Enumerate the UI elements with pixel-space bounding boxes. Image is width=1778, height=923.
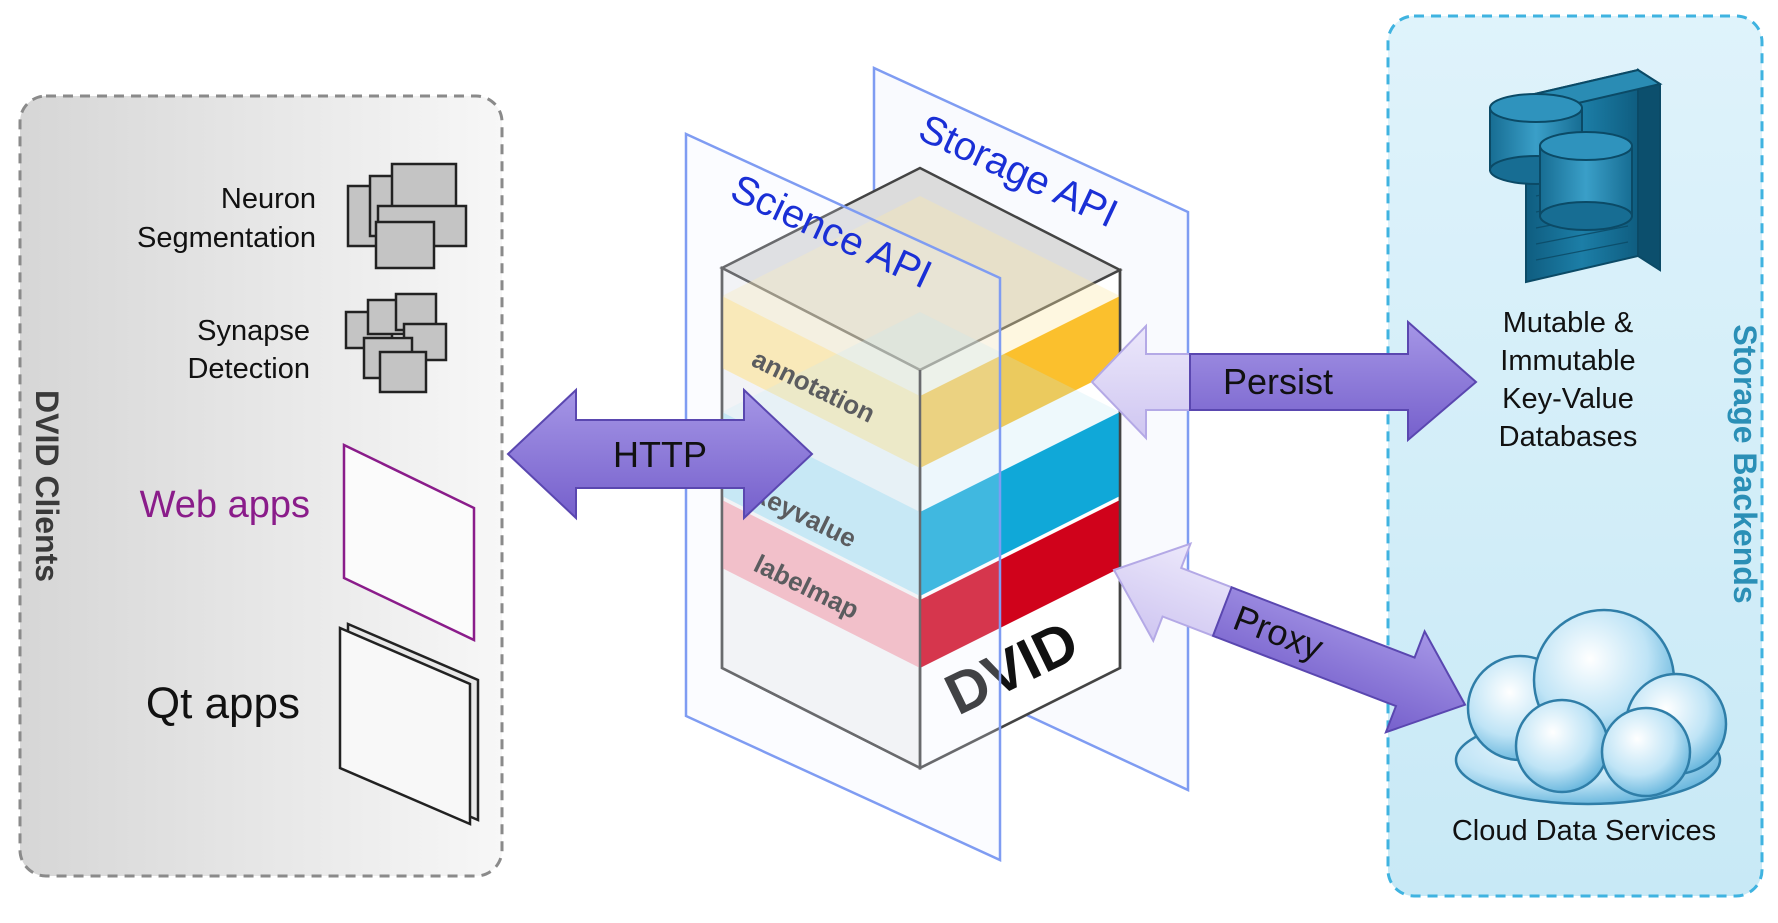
synapse-detection-label-line2: Detection (187, 353, 310, 385)
synapse-detection-icon (344, 292, 448, 394)
labelmap-layer-left (722, 500, 920, 668)
dvid-cube: annotation keyvalue labelmap DVID (719, 166, 1123, 771)
storage-backends-title: Storage Backends (1727, 324, 1763, 603)
http-arrow: HTTP (506, 387, 814, 521)
cloud-label: Cloud Data Services (1452, 815, 1716, 847)
database-server-icon (1489, 68, 1663, 284)
databases-label-line4: Databases (1499, 421, 1638, 453)
storage-backends-panel: Storage Backends Mutable & Immu (1386, 14, 1764, 898)
annotation-layer-right (920, 296, 1120, 468)
web-apps-window-icon (342, 443, 476, 642)
qt-apps-label: Qt apps (146, 679, 300, 728)
cloud-icon (1454, 608, 1728, 806)
neuron-segmentation-label-line2: Segmentation (137, 222, 316, 254)
neuron-segmentation-icon (346, 162, 468, 270)
labelmap-layer-right (920, 500, 1120, 668)
http-label: HTTP (613, 434, 707, 475)
proxy-arrow: Proxy (1112, 542, 1467, 734)
qt-apps-window-icon (338, 622, 480, 826)
databases-label-line2: Immutable (1500, 345, 1635, 377)
databases-label-line3: Key-Value (1502, 383, 1634, 415)
persist-arrow: Persist (1090, 319, 1478, 443)
persist-label: Persist (1223, 361, 1333, 402)
web-apps-label: Web apps (140, 484, 310, 526)
databases-label-line1: Mutable & (1503, 307, 1634, 339)
synapse-detection-label-line1: Synapse (197, 315, 310, 347)
clients-panel: DVID Clients Neuron Segmentation Synapse… (18, 94, 504, 878)
annotation-layer-left (722, 296, 920, 468)
clients-title: DVID Clients (29, 390, 65, 582)
neuron-segmentation-label-line1: Neuron (221, 183, 316, 215)
keyvalue-layer-right (920, 412, 1120, 596)
